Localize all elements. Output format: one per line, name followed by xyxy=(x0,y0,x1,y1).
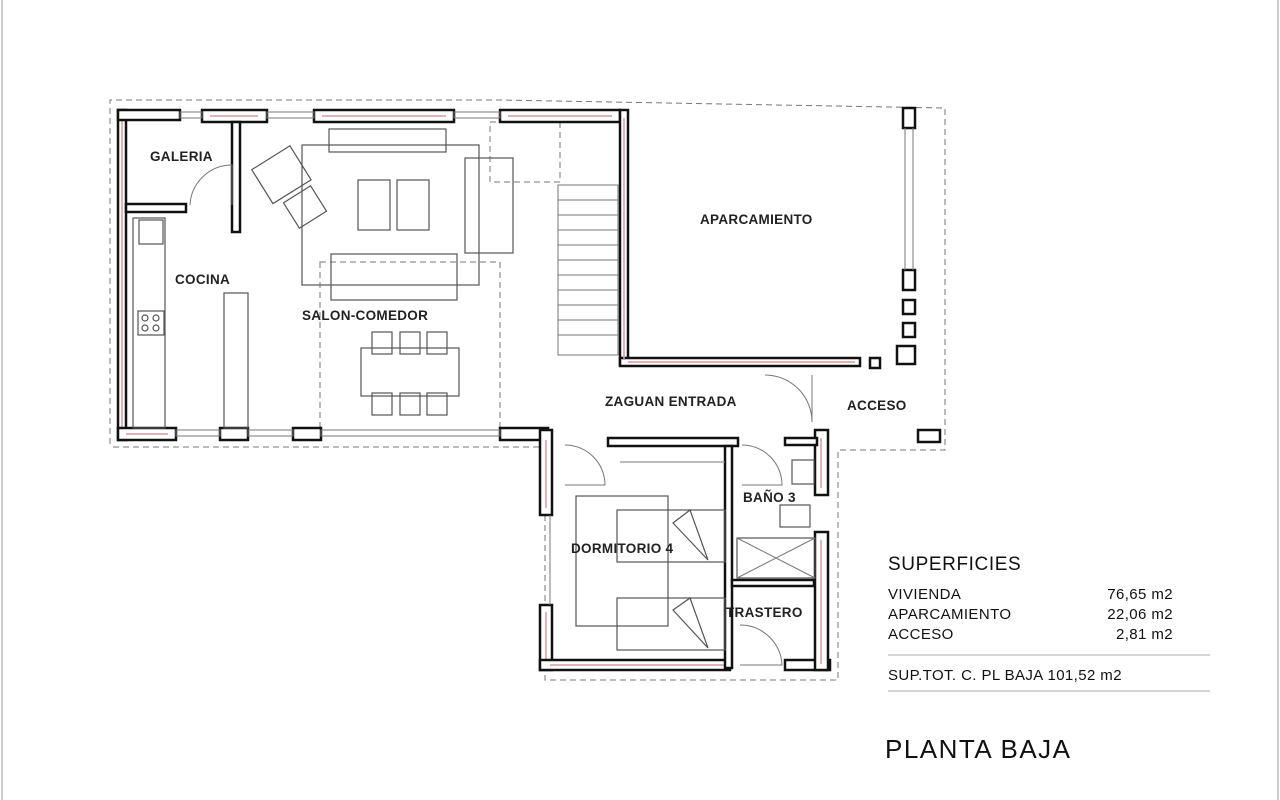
surface-value: 76,65 m2 xyxy=(1107,586,1173,603)
room-label-zaguan: ZAGUAN ENTRADA xyxy=(605,394,737,409)
doors xyxy=(189,164,813,666)
plan-title: PLANTA BAJA xyxy=(885,734,1072,764)
surfaces-heading: SUPERFICIES xyxy=(888,554,1021,575)
walls xyxy=(116,106,942,672)
windows xyxy=(175,111,914,605)
room-label-bano: BAÑO 3 xyxy=(743,490,796,505)
room-label-trastero: TRASTERO xyxy=(726,605,803,620)
surface-value: 2,81 m2 xyxy=(1116,626,1173,643)
surface-value: 22,06 m2 xyxy=(1107,606,1173,623)
staircase xyxy=(557,184,619,356)
furniture xyxy=(132,128,816,651)
room-label-acceso: ACCESO xyxy=(847,398,907,413)
room-label-aparcamiento: APARCAMIENTO xyxy=(700,212,813,227)
room-label-salon: SALON-COMEDOR xyxy=(302,308,428,323)
room-labels: GALERIA COCINA SALON-COMEDOR APARCAMIENT… xyxy=(150,149,907,620)
surface-label: VIVIENDA xyxy=(888,586,961,603)
surface-label: ACCESO xyxy=(888,626,954,643)
room-label-galeria: GALERIA xyxy=(150,149,213,164)
surfaces-table: SUPERFICIES VIVIENDA 76,65 m2 APARCAMIEN… xyxy=(888,554,1210,692)
room-label-cocina: COCINA xyxy=(175,272,230,287)
room-label-dormitorio: DORMITORIO 4 xyxy=(571,541,674,556)
surfaces-total: SUP.TOT. C. PL BAJA 101,52 m2 xyxy=(888,667,1122,684)
surface-label: APARCAMIENTO xyxy=(888,606,1011,623)
